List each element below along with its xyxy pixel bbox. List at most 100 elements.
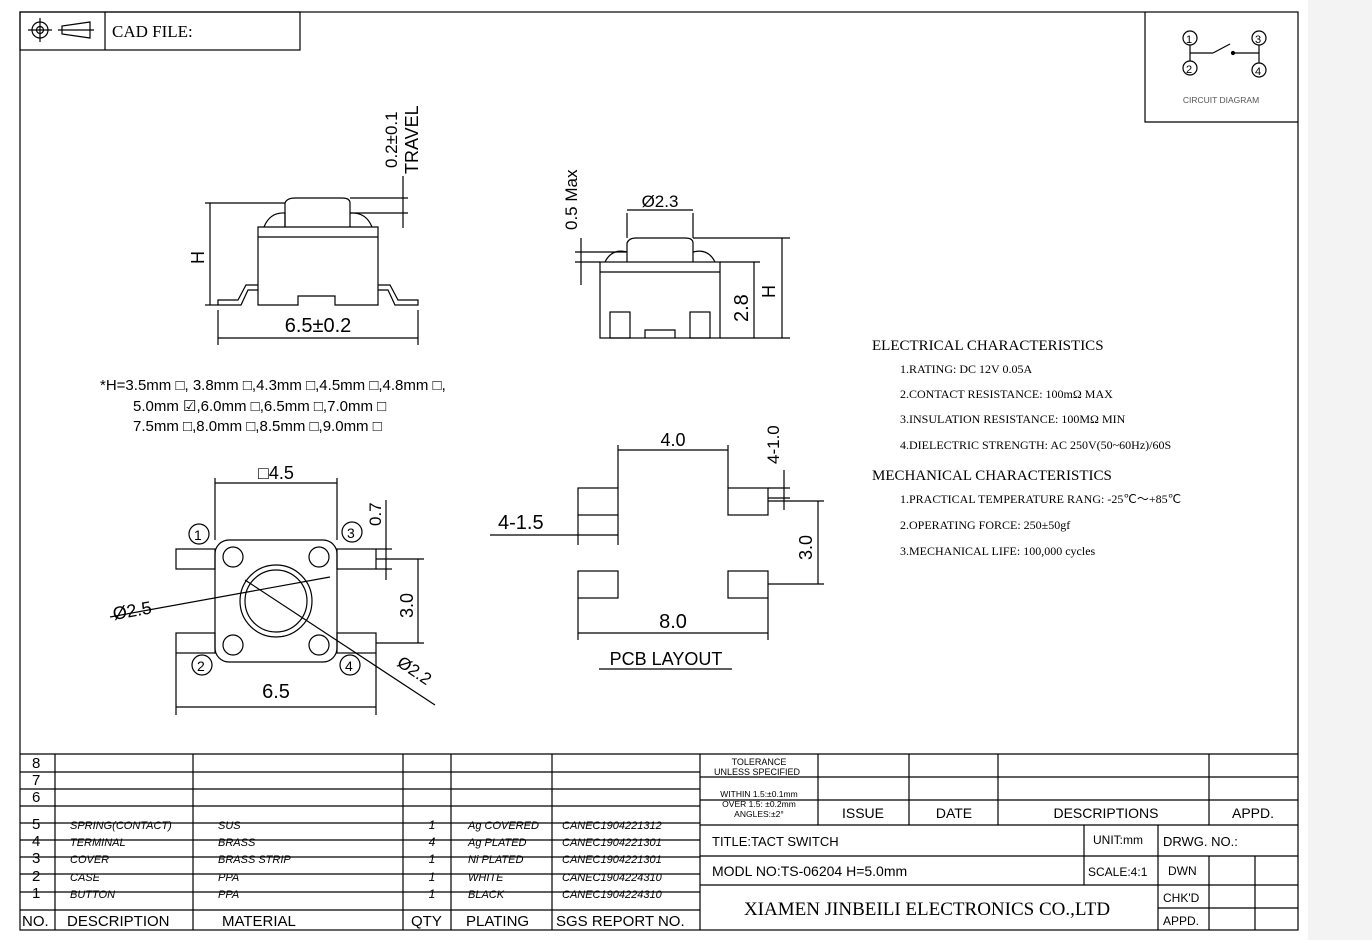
bom-cell-qty: 4 — [429, 835, 436, 849]
mechanical-spec: 3.MECHANICAL LIFE: 100,000 cycles — [900, 544, 1096, 558]
electrical-spec: 4.DIELECTRIC STRENGTH: AC 250V(50~60Hz)/… — [900, 438, 1171, 452]
checked-label: CHK'D — [1163, 891, 1200, 905]
title-block — [700, 754, 1298, 930]
pad-size-b-dimension: 4-1.5 — [498, 512, 544, 534]
height-options-line-2: 5.0mm ☑,6.0mm □,6.5mm □,7.0mm □ — [133, 398, 386, 415]
pcb-layout-caption: PCB LAYOUT — [610, 649, 723, 669]
top-pin-1: 1 — [194, 527, 202, 543]
bom-cell-mat: BRASS — [218, 837, 256, 849]
bom-cell-plating: BLACK — [468, 889, 505, 901]
circuit-pin-2: 2 — [1186, 64, 1192, 76]
circuit-diagram: 1 2 3 4 CIRCUIT DIAGRAM — [1144, 12, 1298, 123]
bom-cell-qty: 1 — [429, 887, 436, 901]
pad-pitch-dimension: 4.0 — [660, 430, 685, 450]
bom-header-no: NO. — [22, 913, 49, 930]
tolerance-subheading: UNLESS SPECIFIED — [714, 767, 801, 777]
bom-cell-plating: Ni PLATED — [468, 854, 523, 866]
bom-cell-mat: PPA — [218, 872, 239, 884]
bom-header-plating: PLATING — [466, 913, 529, 930]
bom-cell-desc: BUTTON — [70, 889, 115, 901]
bom-cell-no: 1 — [32, 885, 40, 902]
square-dimension: □4.5 — [258, 463, 294, 483]
travel-label: TRAVEL — [402, 105, 422, 174]
pcb-pad — [727, 487, 769, 516]
bom-cell-sgs: CANEC1904221312 — [562, 820, 662, 832]
mechanical-spec: 1.PRACTICAL TEMPERATURE RANG: -25℃～+85℃ — [900, 492, 1181, 506]
date-label: DATE — [936, 805, 972, 821]
circuit-pin-4: 4 — [1255, 66, 1261, 78]
tolerance-over: OVER 1.5: ±0.2mm — [722, 799, 796, 809]
bom-table — [20, 753, 1298, 930]
bom-cell-desc: CASE — [70, 872, 101, 884]
specifications: ELECTRICAL CHARACTERISTICS 1.RATING: DC … — [872, 338, 1181, 558]
bom-cell-plating: Ag COVERED — [467, 820, 539, 832]
bom-cell-desc: TERMINAL — [70, 837, 126, 849]
switch-lever — [1212, 43, 1231, 54]
bom-cell-qty: 1 — [429, 870, 436, 884]
top-pin-3: 3 — [347, 525, 355, 541]
bom-cell-no: 2 — [32, 868, 40, 885]
top-pin-2: 2 — [197, 658, 205, 674]
drawing-number-label: DRWG. NO.: — [1163, 834, 1238, 849]
bom-cell-mat: SUS — [218, 820, 241, 832]
tolerance-within: WITHIN 1.5:±0.1mm — [720, 789, 797, 799]
bom-header-material: MATERIAL — [222, 913, 296, 930]
bom-cell-qty: 1 — [429, 852, 436, 866]
side-view: H 0.2±0.1 TRAVEL 6.5±0.2 — [188, 105, 422, 345]
post-diameter: Ø2.2 — [394, 653, 435, 689]
electrical-spec: 3.INSULATION RESISTANCE: 100MΩ MIN — [900, 412, 1126, 426]
model-number: MODL NO:TS-06204 H=5.0mm — [712, 863, 907, 879]
front-view: 0.5 Max Ø2.3 2.8 H — [562, 169, 790, 339]
top-width-dimension: 6.5 — [262, 681, 290, 703]
bom-cell-sgs: CANEC1904224310 — [562, 889, 663, 901]
bom-cell-sgs: CANEC1904221301 — [562, 854, 662, 866]
height-options-line-3: 7.5mm □,8.0mm □,8.5mm □,9.0mm □ — [133, 418, 382, 435]
pin-width-dimension: 0.7 — [366, 502, 385, 526]
mechanical-heading: MECHANICAL CHARACTERISTICS — [872, 468, 1112, 484]
height-options-line-1: *H=3.5mm □, 3.8mm □,4.3mm □,4.5mm □,4.8m… — [100, 377, 446, 394]
cad-file-label: CAD FILE: — [112, 22, 193, 41]
scale-label: SCALE:4:1 — [1088, 865, 1148, 879]
height-options: *H=3.5mm □, 3.8mm □,4.3mm □,4.5mm □,4.8m… — [100, 377, 446, 435]
overall-dimension: 8.0 — [659, 611, 687, 633]
bom-cell-plating: WHITE — [468, 872, 504, 884]
drawing-title: TITLE:TACT SWITCH — [712, 834, 839, 849]
row-pitch-dimension: 3.0 — [796, 535, 816, 560]
side-width-dimension: 6.5±0.2 — [285, 315, 352, 337]
top-pin-4: 4 — [345, 658, 353, 674]
electrical-spec: 1.RATING: DC 12V 0.05A — [900, 362, 1032, 376]
bom-header-qty: QTY — [411, 913, 442, 930]
bom-header-description: DESCRIPTION — [67, 913, 170, 930]
approved-label: APPD. — [1163, 914, 1199, 928]
viewer-margin — [1308, 0, 1372, 940]
pad-size-a-dimension: 4-1.0 — [764, 425, 783, 464]
cad-header: CAD FILE: — [19, 11, 301, 51]
title-block-text: TOLERANCE UNLESS SPECIFIED WITHIN 1.5:±0… — [712, 757, 1274, 928]
bom-cell-no: 8 — [32, 755, 40, 772]
mechanical-spec: 2.OPERATING FORCE: 250±50gf — [900, 518, 1070, 532]
circuit-pin-1: 1 — [1186, 34, 1192, 46]
bom-header: NO. DESCRIPTION MATERIAL QTY PLATING SGS… — [22, 913, 685, 930]
bom-cell-qty: 1 — [429, 818, 436, 832]
issue-label: ISSUE — [842, 805, 884, 821]
tolerance-heading: TOLERANCE — [732, 757, 787, 767]
circuit-pin-3: 3 — [1255, 34, 1261, 46]
circuit-caption: CIRCUIT DIAGRAM — [1183, 95, 1259, 105]
bom-cell-plating: Ag PLATED — [467, 837, 527, 849]
drawing-sheet: CAD FILE: 1 2 3 4 CIRCUIT DIAGRAM H — [19, 11, 1299, 931]
bom-cell-mat: PPA — [218, 889, 239, 901]
tolerance-angles: ANGLES:±2° — [734, 809, 784, 819]
electrical-spec: 2.CONTACT RESISTANCE: 100mΩ MAX — [900, 387, 1113, 401]
bom-cell-desc: SPRING(CONTACT) — [70, 820, 172, 832]
appd-label: APPD. — [1232, 805, 1274, 821]
side-height-label: H — [188, 251, 208, 264]
projection-symbol-icon — [28, 18, 94, 42]
bom-cell-sgs: CANEC1904221301 — [562, 837, 662, 849]
front-height-label: H — [759, 285, 779, 298]
cap-diameter: Ø2.5 — [111, 597, 153, 623]
bom-cell-mat: BRASS STRIP — [218, 854, 291, 866]
top-view: 1 3 2 4 □4.5 0.7 3.0 6.5 Ø2.5 Ø2.2 — [109, 463, 436, 715]
bom-header-sgs: SGS REPORT NO. — [556, 913, 685, 930]
bom-cell-no: 5 — [32, 816, 40, 833]
